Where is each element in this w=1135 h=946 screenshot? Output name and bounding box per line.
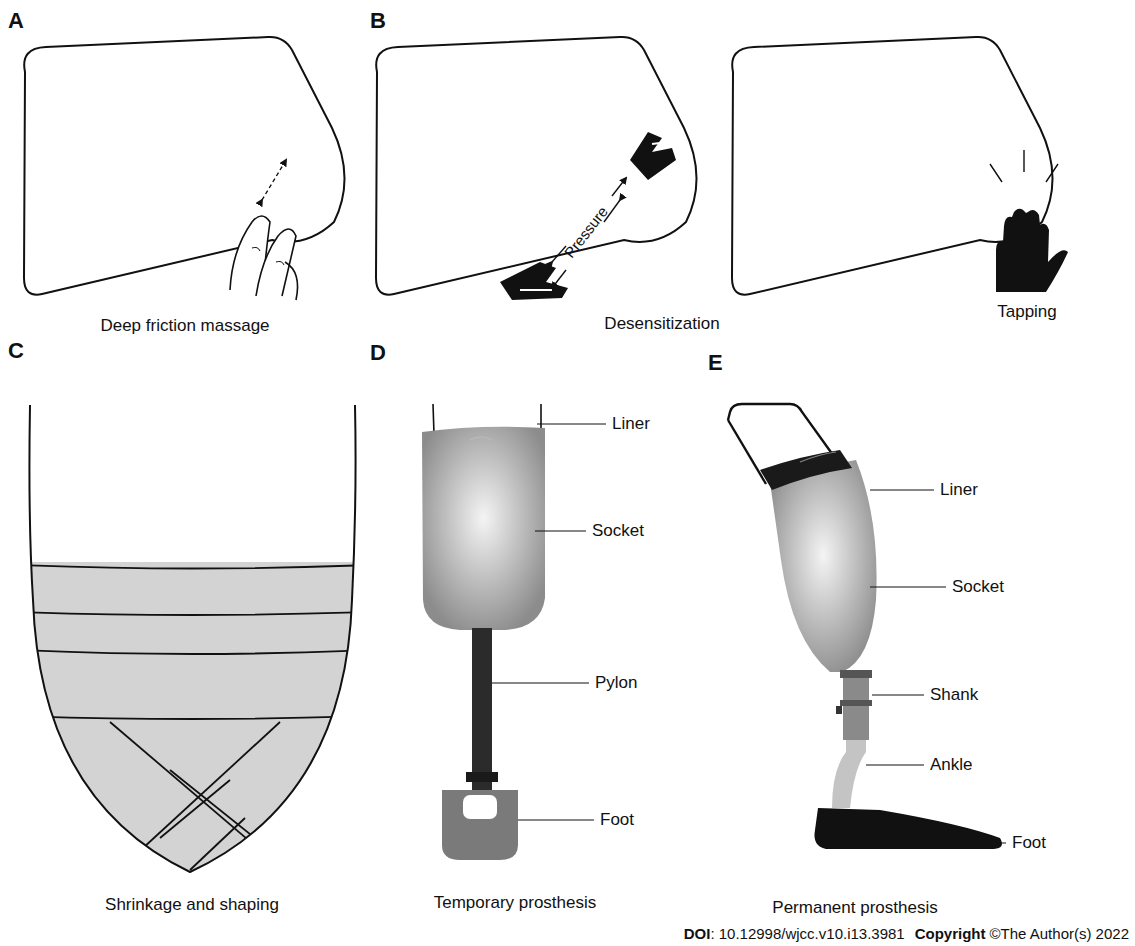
- part-label: Ankle: [930, 755, 973, 775]
- panel-letter: A: [8, 8, 24, 33]
- panel-c: [0, 405, 400, 902]
- credit-text: ©The Author(s) 2022: [990, 925, 1129, 942]
- panel-letter: D: [370, 340, 386, 365]
- part-label: Permanent prosthesis: [772, 898, 937, 918]
- part-label: Desensitization: [604, 314, 719, 334]
- credit-text: : 10.12998/wjcc.v10.i13.3981: [710, 925, 904, 942]
- credit-text: DOI: [684, 925, 711, 942]
- footer: DOI: 10.12998/wjcc.v10.i13.3981 Copyright…: [684, 925, 1129, 942]
- part-label: Pressure: [561, 203, 612, 261]
- panel-d: [422, 404, 606, 860]
- credit-text: Copyright: [915, 925, 986, 942]
- part-label: Tapping: [997, 302, 1057, 322]
- part-label: Socket: [592, 521, 644, 541]
- panel-letter: B: [370, 8, 386, 33]
- part-label: Foot: [1012, 833, 1046, 853]
- part-label: Shrinkage and shaping: [105, 895, 279, 915]
- part-label: Temporary prosthesis: [434, 893, 597, 913]
- panel-a: [24, 37, 345, 300]
- part-label: Liner: [940, 480, 978, 500]
- panel-letter: C: [8, 338, 24, 363]
- part-label: Foot: [600, 810, 634, 830]
- panel-b: [376, 37, 1068, 300]
- part-label: Liner: [612, 414, 650, 434]
- panel-letter: E: [708, 350, 723, 375]
- part-label: Shank: [930, 685, 978, 705]
- panel-e: [728, 404, 1006, 849]
- part-label: Pylon: [595, 673, 638, 693]
- part-label: Socket: [952, 577, 1004, 597]
- part-label: Deep friction massage: [100, 316, 269, 336]
